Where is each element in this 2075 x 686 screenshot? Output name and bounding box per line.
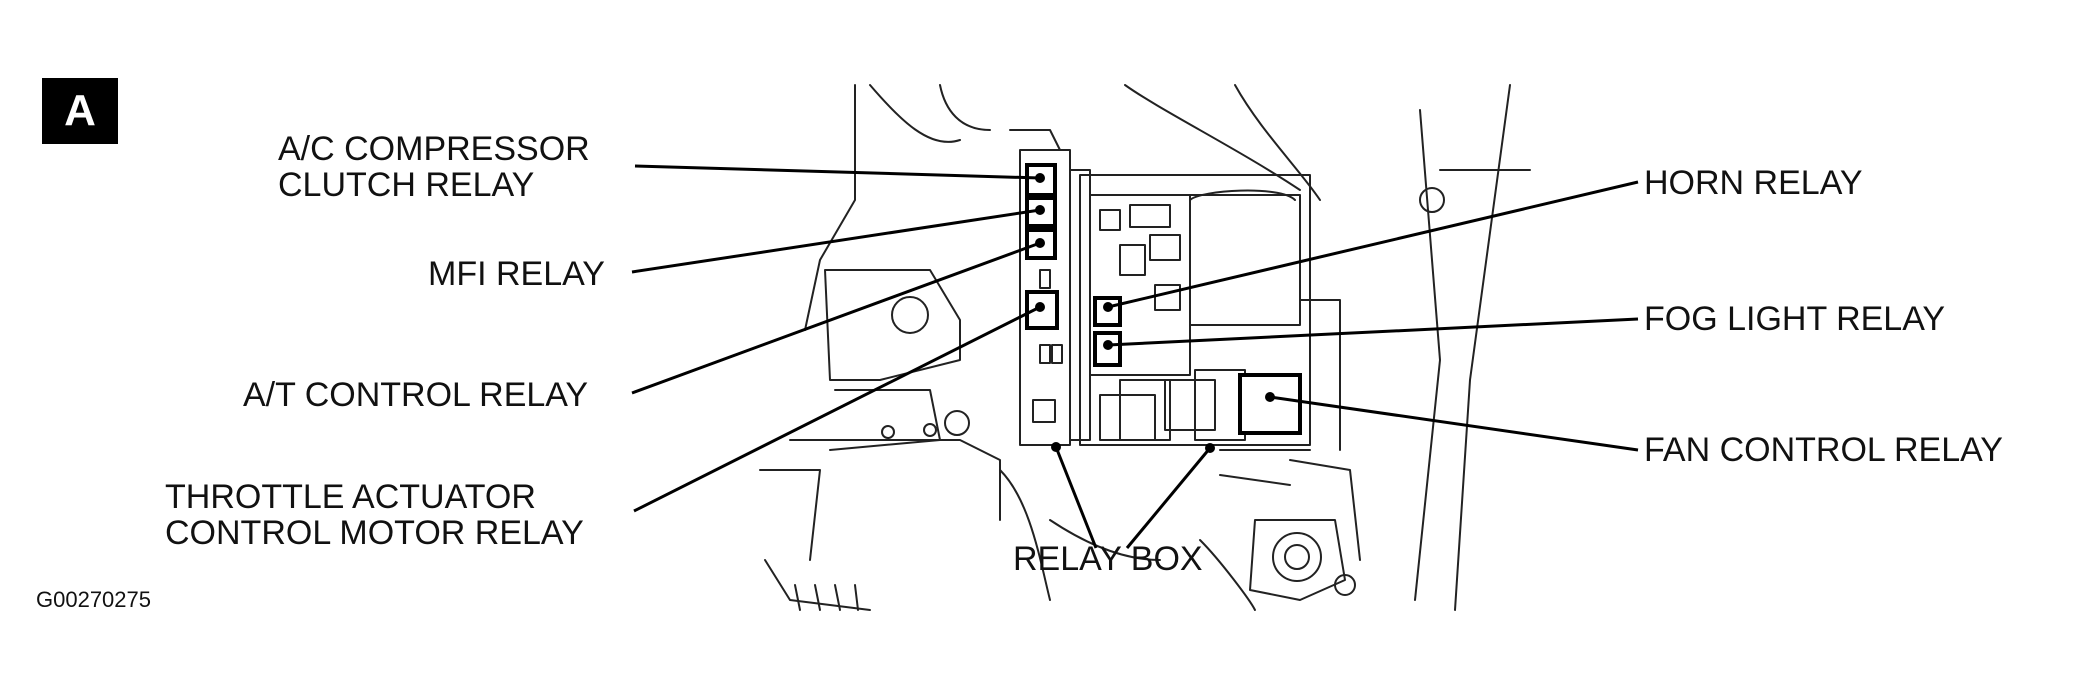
leader-fog-light [1107, 317, 1639, 347]
leader-mfi [631, 208, 1041, 274]
leader-relay-box-left [1054, 446, 1098, 549]
relay-box-body-outline [1079, 174, 1311, 446]
panel-label-badge: A [42, 78, 118, 144]
leader-throttle [633, 305, 1041, 513]
lower-vent-lines [794, 584, 859, 611]
mfi-relay-label: MFI RELAY [428, 255, 605, 293]
fan-control-relay-label: FAN CONTROL RELAY [1644, 431, 2003, 469]
leader-fan-control [1269, 395, 1639, 452]
leader-relay-box-right [1125, 447, 1212, 549]
leader-horn [1107, 180, 1639, 309]
throttle-relay-label-line2: CONTROL MOTOR RELAY [165, 514, 584, 552]
relay-box-label: RELAY BOX [1013, 540, 1203, 578]
throttle-relay-label-line1: THROTTLE ACTUATOR [165, 478, 536, 516]
battery-bracket-outline [824, 269, 961, 381]
leader-at-control [631, 241, 1041, 395]
ac-compressor-label-line2: CLUTCH RELAY [278, 166, 535, 204]
fog-light-relay-label: FOG LIGHT RELAY [1644, 300, 1946, 338]
round-mount-outline [1249, 519, 1346, 601]
ac-compressor-label-line1: A/C COMPRESSOR [278, 130, 590, 168]
leader-ac-compressor [634, 164, 1041, 180]
fan-control-relay-shape [1238, 373, 1302, 435]
horn-relay-label: HORN RELAY [1644, 164, 1863, 202]
at-control-relay-label: A/T CONTROL RELAY [243, 376, 589, 414]
figure-id: G00270275 [36, 587, 151, 612]
harness-outline-left [804, 84, 856, 331]
